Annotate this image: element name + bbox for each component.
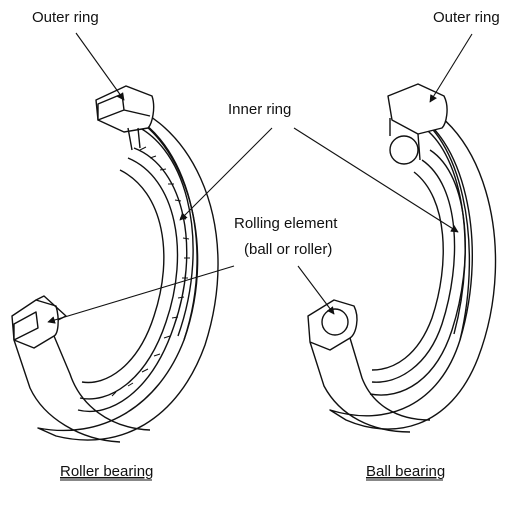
label-ball-or-roller: (ball or roller) xyxy=(244,241,332,258)
leader-inner-ring-right xyxy=(293,127,459,233)
leader-inner-ring-left xyxy=(179,127,273,221)
ball-icon-bottom xyxy=(321,308,349,336)
label-outer-ring-right: Outer ring xyxy=(433,9,500,26)
leader-rolling-right xyxy=(297,265,335,315)
label-outer-ring-left: Outer ring xyxy=(32,9,99,26)
label-rolling-element: Rolling element xyxy=(234,215,338,232)
leader-outer-ring-left xyxy=(75,32,125,101)
ball-bearing-drawing xyxy=(307,83,497,433)
label-inner-ring: Inner ring xyxy=(228,101,291,118)
label-ball-bearing: Ball bearing xyxy=(366,463,445,480)
leader-lines xyxy=(47,32,473,324)
leader-outer-ring-right xyxy=(429,33,473,103)
ball-icon-top xyxy=(389,135,419,165)
roller-bearing-drawing xyxy=(11,85,219,443)
label-roller-bearing: Roller bearing xyxy=(60,463,153,480)
leader-rolling-left xyxy=(47,265,235,324)
